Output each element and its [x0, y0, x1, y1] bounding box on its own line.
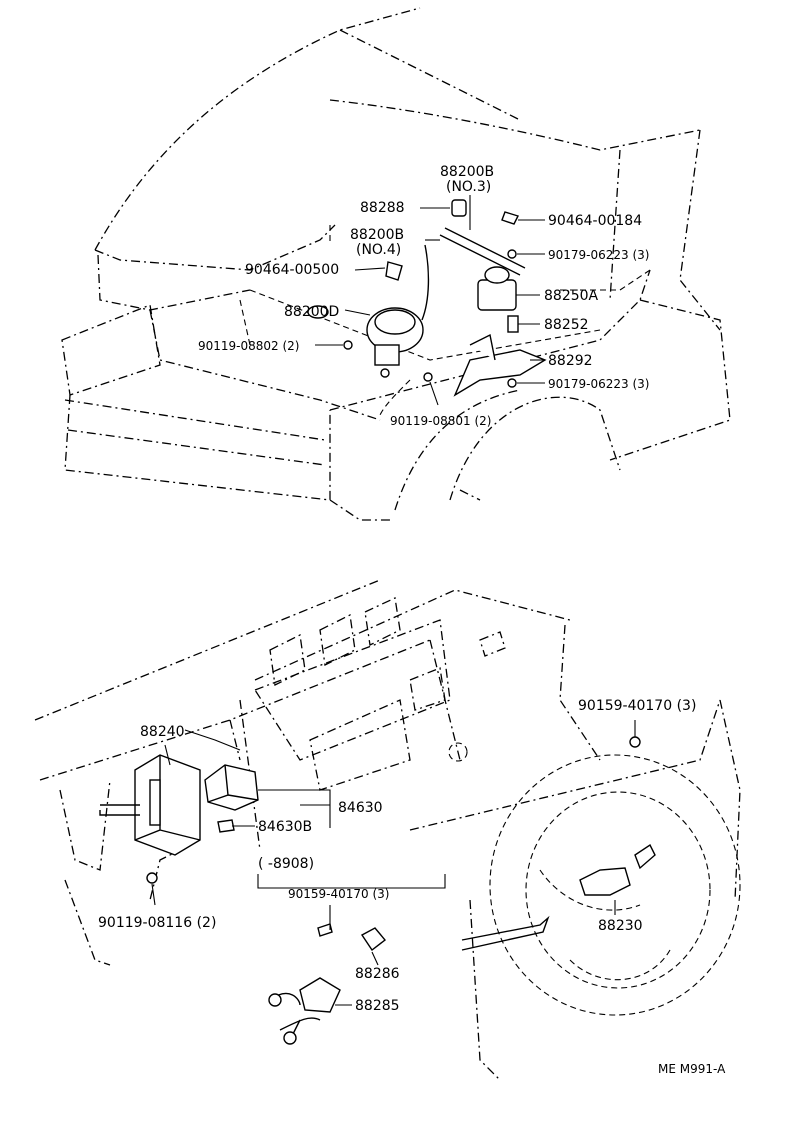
label-88286: 88286 — [355, 966, 400, 982]
steering-wheel — [461, 754, 741, 1016]
label-90159-40170-a: 90159-40170 (3) — [288, 887, 390, 901]
label-90119-08802: 90119-08802 (2) — [198, 339, 300, 353]
label-88200b-no4: 88200B — [350, 227, 404, 243]
label-90179-06223-b: 90179-06223 (3) — [548, 377, 650, 391]
label-90464-00184: 90464-00184 — [548, 213, 642, 229]
part-88292-bracket — [453, 333, 547, 397]
label-range: ( -8908) — [258, 856, 314, 872]
dashboard-outline — [34, 579, 741, 1081]
part-88240-computer — [99, 754, 201, 856]
label-88230: 88230 — [598, 918, 643, 934]
label-88285: 88285 — [355, 998, 400, 1014]
label-88240: 88240 — [140, 724, 185, 740]
part-88285-switch — [268, 923, 387, 1045]
label-88200d: 88200D — [284, 304, 339, 320]
bolts-top — [307, 211, 519, 388]
leaders-bottom — [151, 720, 636, 1006]
part-88288-sensor — [439, 199, 526, 276]
label-84630b: 84630B — [258, 819, 312, 835]
label-90119-08116: 90119-08116 (2) — [98, 915, 216, 931]
label-88200b-no4-sub: (NO.4) — [356, 242, 401, 258]
label-90119-08801: 90119-08801 (2) — [390, 414, 492, 428]
figure-code: ME M991-A — [658, 1062, 726, 1076]
label-90179-06223-a: 90179-06223 (3) — [548, 248, 650, 262]
label-88288: 88288 — [360, 200, 405, 216]
label-88250a: 88250A — [544, 288, 599, 304]
leaders-top — [315, 195, 545, 406]
label-88200b-no3: 88200B — [440, 164, 494, 180]
label-88200b-no3-sub: (NO.3) — [446, 179, 491, 195]
label-90159-40170-b: 90159-40170 (3) — [578, 698, 696, 714]
label-88292: 88292 — [548, 353, 593, 369]
bolts-bottom — [146, 736, 641, 884]
label-84630: 84630 — [338, 800, 383, 816]
part-88250a-pump — [477, 266, 519, 333]
label-90464-00500: 90464-00500 — [245, 262, 339, 278]
label-88252: 88252 — [544, 317, 589, 333]
part-88200d-actuator — [366, 244, 430, 378]
part-84630-switch — [204, 764, 259, 833]
